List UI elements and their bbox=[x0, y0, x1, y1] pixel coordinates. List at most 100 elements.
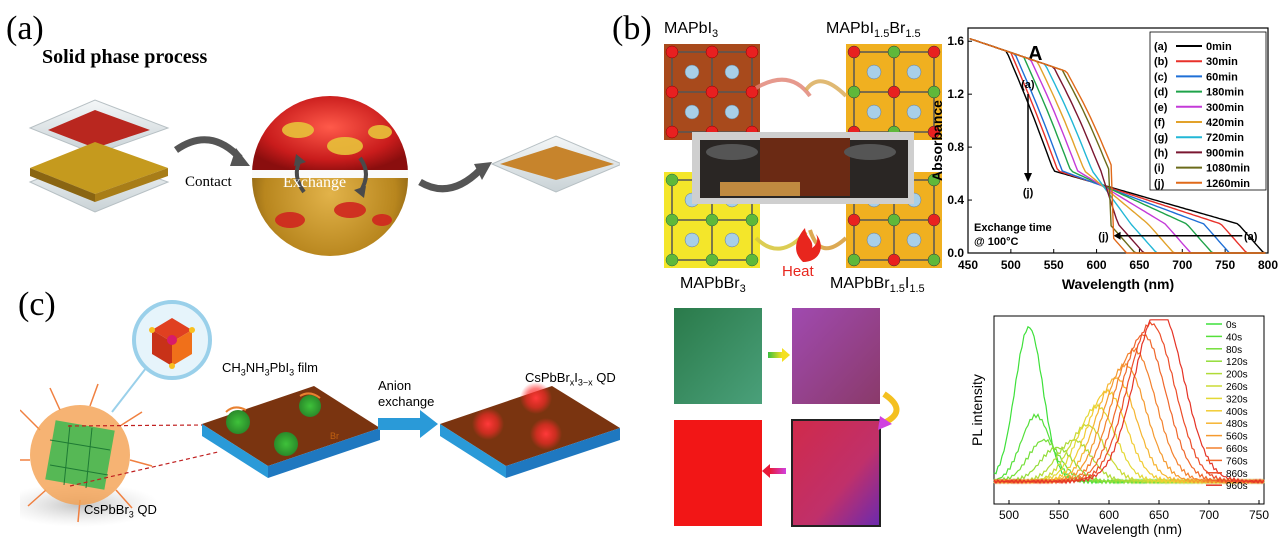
green-qd-1 bbox=[226, 410, 250, 434]
legend-label: 30min bbox=[1206, 56, 1238, 68]
arrow-bottom-end: (j) bbox=[1098, 231, 1109, 243]
legend-label: 480s bbox=[1226, 419, 1248, 430]
x-tick-label: 650 bbox=[1129, 258, 1149, 272]
legend-box bbox=[1149, 31, 1267, 191]
red-film-substrate bbox=[28, 99, 170, 155]
legend-tag: (b) bbox=[1154, 56, 1168, 68]
arrow-top-start: (a) bbox=[1021, 79, 1035, 91]
photo-mixed-film bbox=[791, 419, 881, 527]
x-tick-label: 500 bbox=[1001, 258, 1021, 272]
green-qd-2 bbox=[299, 395, 321, 417]
lattice-diagram bbox=[664, 44, 942, 268]
perovskite-film-after bbox=[440, 382, 620, 478]
annotation-line1: Exchange time bbox=[974, 222, 1052, 234]
yellow-film-substrate bbox=[28, 142, 170, 213]
output-qd-label: CsPbBrxI3−x QD bbox=[525, 370, 616, 388]
y-tick-label: 1.2 bbox=[947, 87, 964, 101]
label-mapbbr15i15: MAPbBr1.5I1.5 bbox=[830, 275, 925, 296]
green-qd-3 bbox=[274, 432, 298, 456]
pl-legend: 0s40s80s120s200s260s320s400s480s560s660s… bbox=[1206, 320, 1248, 492]
y-tick-label: 0.0 bbox=[947, 246, 964, 260]
flame-icon bbox=[796, 228, 821, 262]
qd-label: CsPbBr3 QD bbox=[84, 502, 157, 520]
solid-phase-illustration bbox=[28, 96, 620, 256]
device-photo bbox=[692, 132, 914, 204]
film-photo-grid bbox=[674, 308, 900, 527]
abs-series-line bbox=[969, 37, 1266, 254]
y-tick-label: 1.6 bbox=[947, 34, 964, 48]
pl-series-line bbox=[993, 413, 1265, 485]
legend-label: 300min bbox=[1206, 102, 1244, 114]
legend-label: 180min bbox=[1206, 87, 1244, 99]
x-tick-label: 700 bbox=[1172, 258, 1192, 272]
photo-green-film bbox=[674, 308, 762, 404]
y-axis-label: Absorbance bbox=[930, 100, 945, 181]
perovskite-film-before bbox=[202, 386, 380, 478]
photo-red-film bbox=[674, 420, 762, 526]
legend-label: 0s bbox=[1226, 320, 1237, 331]
pl-series-line bbox=[993, 362, 1265, 485]
x-tick-label: 550 bbox=[1049, 508, 1069, 522]
legend-label: 260s bbox=[1226, 382, 1248, 393]
legend-label: 200s bbox=[1226, 370, 1248, 381]
arrow-bottom-start: (a) bbox=[1244, 231, 1258, 243]
abs-series-line bbox=[969, 37, 1266, 254]
legend-label: 860s bbox=[1226, 469, 1248, 480]
contact-label: Contact bbox=[185, 174, 232, 190]
label-mapbi15br15: MAPbI1.5Br1.5 bbox=[826, 20, 921, 41]
x-tick-label: 500 bbox=[999, 508, 1019, 522]
photo-purple-film bbox=[792, 308, 880, 404]
legend-tag: (c) bbox=[1154, 71, 1168, 83]
arrow-top-end: (j) bbox=[1023, 187, 1034, 199]
panel-c-letter: (c) bbox=[18, 286, 56, 323]
legend-tag: (j) bbox=[1154, 178, 1165, 190]
legend-label: 120s bbox=[1226, 357, 1248, 368]
x-tick-label: 550 bbox=[1044, 258, 1064, 272]
legend-label: 960s bbox=[1226, 481, 1248, 492]
panel-a-letter: (a) bbox=[6, 10, 44, 47]
legend-label: 40s bbox=[1226, 332, 1242, 343]
legend-label: 720min bbox=[1206, 132, 1244, 144]
legend-tag: (h) bbox=[1154, 147, 1168, 159]
y-tick-label: 0.8 bbox=[947, 140, 964, 154]
x-tick-label: 700 bbox=[1199, 508, 1219, 522]
pl-series-line bbox=[993, 403, 1265, 485]
exchange-sphere bbox=[252, 96, 408, 256]
panel-b-letter: (b) bbox=[612, 10, 652, 47]
plot-frame bbox=[967, 27, 1269, 254]
lattice-mapbi3 bbox=[664, 44, 760, 140]
br-tag: Br bbox=[330, 431, 339, 441]
lattice-mapbi15br15 bbox=[846, 44, 942, 140]
legend-label: 760s bbox=[1226, 456, 1248, 467]
legend-tag: (g) bbox=[1154, 132, 1168, 144]
legend-label: 1080min bbox=[1206, 163, 1250, 175]
x-tick-label: 650 bbox=[1149, 508, 1169, 522]
legend-label: 0min bbox=[1206, 41, 1232, 53]
x-tick-label: 750 bbox=[1215, 258, 1235, 272]
perovskite-unit-cell bbox=[149, 318, 195, 369]
x-tick-label: 600 bbox=[1099, 508, 1119, 522]
pl-series-line bbox=[993, 334, 1265, 485]
legend-label: 60min bbox=[1206, 71, 1238, 83]
legend-tag: (i) bbox=[1154, 163, 1165, 175]
arrow-top-head bbox=[1024, 173, 1032, 182]
pl-series-line bbox=[993, 319, 1265, 485]
label-mapbbr3: MAPbBr3 bbox=[680, 275, 746, 296]
pl-series-line bbox=[993, 325, 1265, 485]
legend-label: 80s bbox=[1226, 345, 1242, 356]
chart-title: A bbox=[1028, 43, 1042, 65]
heat-label: Heat bbox=[782, 263, 814, 280]
legend-label: 1260min bbox=[1206, 178, 1250, 190]
legend-label: 660s bbox=[1226, 444, 1248, 455]
legend-label: 320s bbox=[1226, 394, 1248, 405]
legend-tag: (e) bbox=[1154, 102, 1168, 114]
x-tick-label: 600 bbox=[1087, 258, 1107, 272]
merged-film-substrate bbox=[490, 135, 620, 193]
big-quantum-dot bbox=[20, 383, 153, 523]
legend-tag: (f) bbox=[1154, 117, 1165, 129]
arrow-bottom-head bbox=[1113, 231, 1121, 240]
legend-label: 560s bbox=[1226, 432, 1248, 443]
